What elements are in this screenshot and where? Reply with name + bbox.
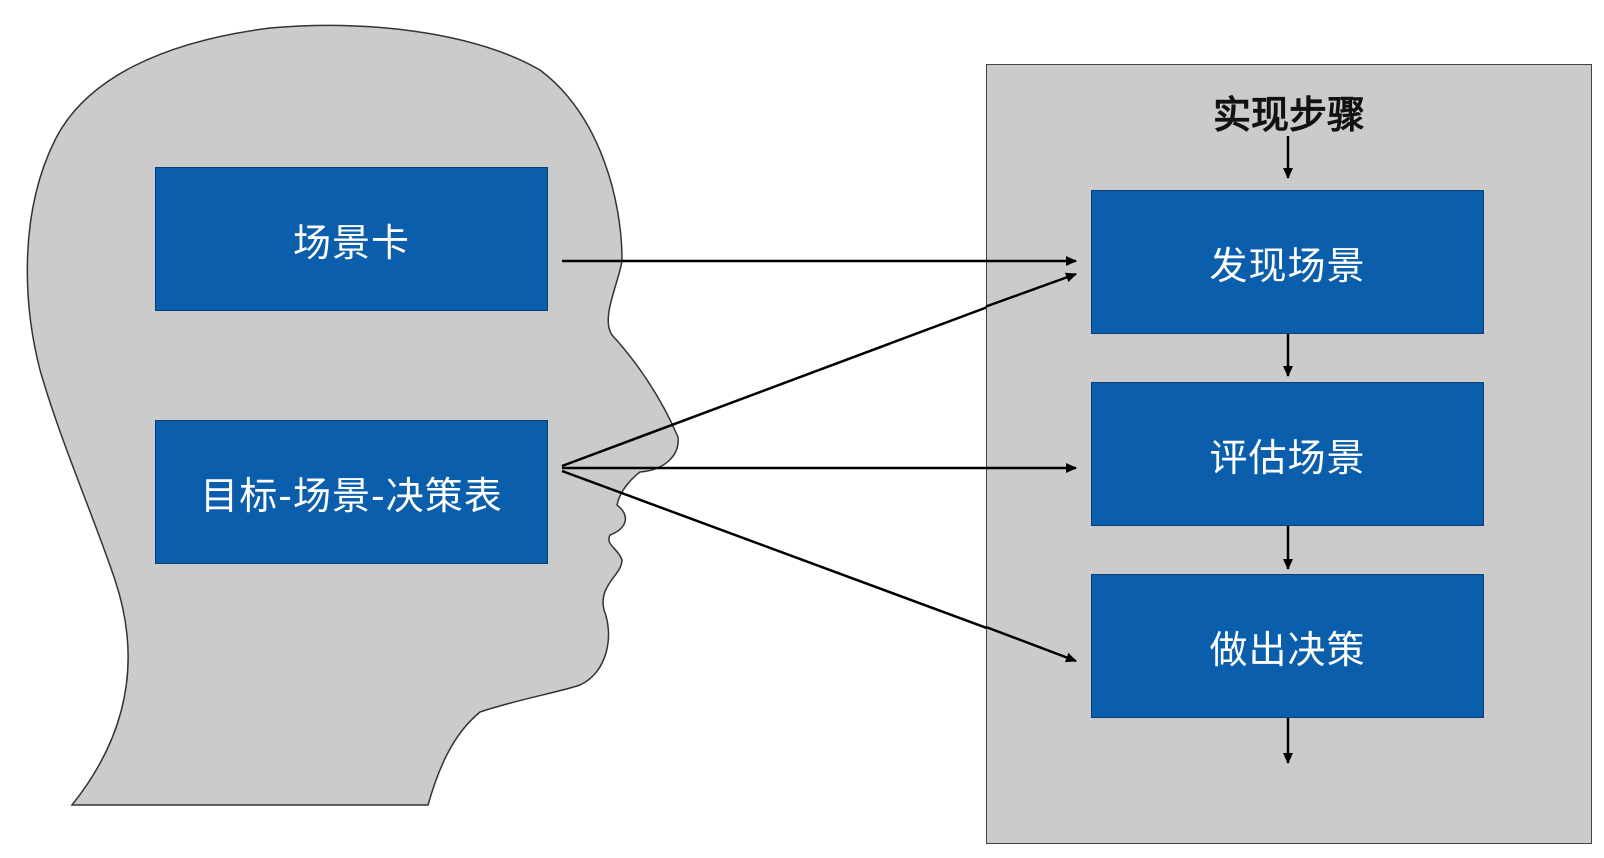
step-evaluate-scene: 评估场景 [1091,382,1484,526]
step-make-decision: 做出决策 [1091,574,1484,718]
scene-card-box: 场景卡 [155,167,548,311]
arrow-table-to-decide-inner [985,625,1077,663]
arrow-table-to-discover-inner [985,272,1077,308]
steps-panel-title: 实现步骤 [1212,93,1365,137]
goal-scene-decision-table-box: 目标-场景-决策表 [155,420,548,564]
step-discover-scene: 发现场景 [1091,190,1484,334]
